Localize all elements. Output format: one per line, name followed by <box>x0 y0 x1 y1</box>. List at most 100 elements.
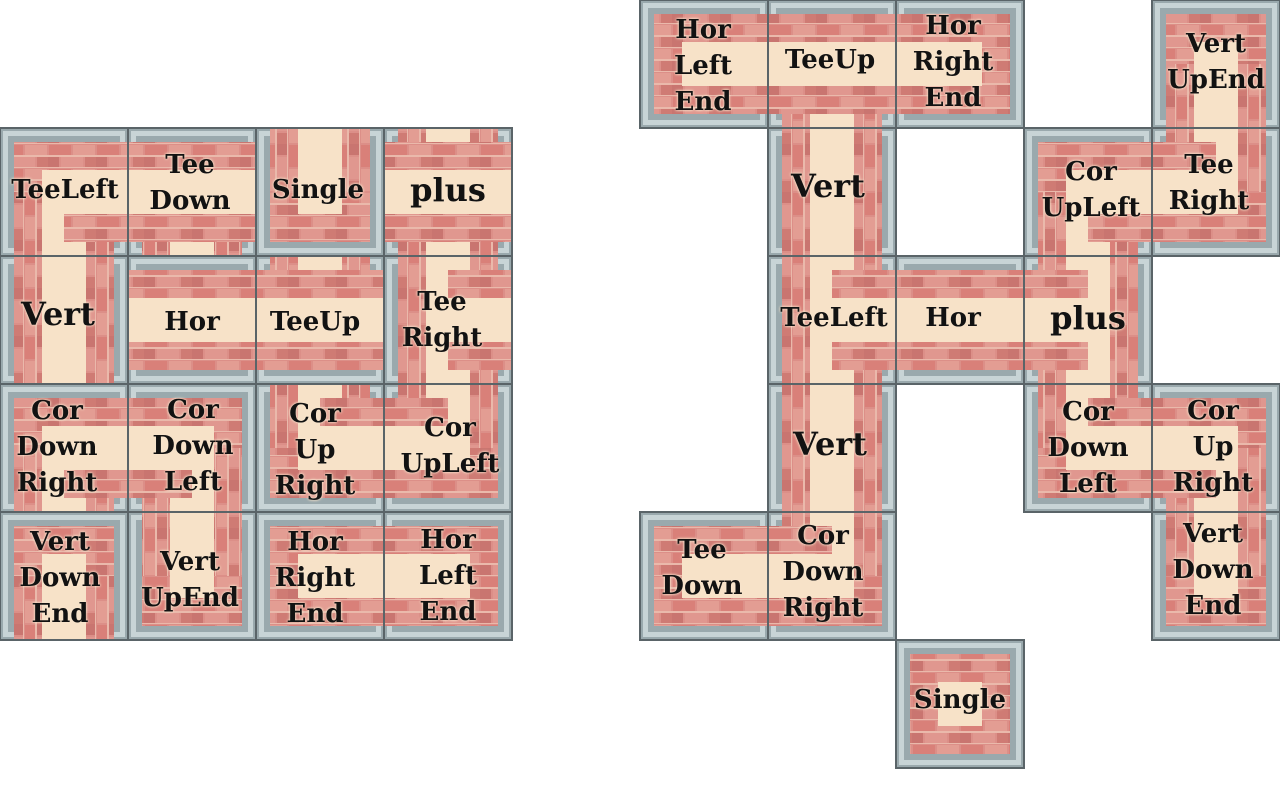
right-vert-bottom-label: Vert <box>793 426 867 462</box>
label-line: TeeUp <box>784 45 876 75</box>
left-hor-tile <box>127 255 257 385</box>
label-line: UpEnd <box>141 583 239 613</box>
right-assembled-map <box>639 0 1280 769</box>
label-line: Down <box>782 557 864 587</box>
label-line: Hor <box>925 11 981 41</box>
label-line: Right <box>401 323 483 353</box>
label-line: End <box>31 599 89 629</box>
label-line: Cor <box>1187 396 1239 426</box>
right-tee-down-tile <box>639 511 769 641</box>
right-vert-top-label: Vert <box>791 168 865 204</box>
label-line: UpEnd <box>1167 65 1265 95</box>
label-line: Single <box>913 685 1007 715</box>
right-single-tile <box>895 639 1025 769</box>
right-cor-up-right-tile <box>1151 383 1280 513</box>
label-line: Cor <box>289 399 341 429</box>
label-line: Vert <box>793 425 867 463</box>
label-line: TeeUp <box>269 307 361 337</box>
label-line: Hor <box>287 527 343 557</box>
left-tee-right-tile <box>383 255 513 385</box>
right-vert-upend-tile <box>1151 0 1280 129</box>
right-teeup-label: TeeUp <box>785 42 875 78</box>
label-line: plus <box>1050 299 1126 337</box>
label-line: Hor <box>164 307 220 337</box>
left-cor-up-right-tile <box>255 383 385 513</box>
label-line: Left <box>418 561 478 591</box>
label-line: Cor <box>797 521 849 551</box>
label-line: End <box>419 597 477 627</box>
left-teeup-tile <box>255 255 385 385</box>
label-line: Down <box>152 431 234 461</box>
label-line: Hor <box>675 15 731 45</box>
label-line: Down <box>1172 555 1254 585</box>
left-plus-tile <box>383 127 513 257</box>
right-teeup-tile <box>767 0 897 129</box>
label-line: plus <box>410 171 486 209</box>
label-line: TeeLeft <box>11 175 119 205</box>
label-line: Cor <box>31 396 83 426</box>
label-line: Right <box>1172 468 1254 498</box>
label-line: Tee <box>417 287 467 317</box>
right-cor-down-left-tile <box>1023 383 1153 513</box>
label-line: Down <box>149 186 231 216</box>
label-line: Left <box>673 51 733 81</box>
label-line: UpLeft <box>1041 193 1141 223</box>
label-line: Right <box>274 563 356 593</box>
left-plus-label: plus <box>410 172 486 208</box>
label-line: Cor <box>1065 157 1117 187</box>
label-line: Right <box>1168 186 1250 216</box>
right-teeleft-label: TeeLeft <box>780 300 887 336</box>
left-vert-label: Vert <box>21 296 95 332</box>
label-line: UpLeft <box>400 449 500 479</box>
label-line: End <box>1184 591 1242 621</box>
left-tee-down-tile <box>127 127 257 257</box>
label-line: Vert <box>21 295 95 333</box>
label-line: End <box>286 599 344 629</box>
label-line: Cor <box>167 395 219 425</box>
right-vert-top-tile <box>767 127 897 257</box>
label-line: End <box>674 87 732 117</box>
label-line: Down <box>1047 433 1129 463</box>
left-hor-label: Hor <box>164 304 220 340</box>
label-line: Down <box>19 563 101 593</box>
right-cor-down-right-tile <box>767 511 897 641</box>
left-vert-down-end-tile <box>0 511 129 641</box>
label-line: Cor <box>1062 397 1114 427</box>
left-teeleft-label: TeeLeft <box>11 172 118 208</box>
right-plus-label: plus <box>1050 300 1126 336</box>
right-vert-down-end-tile <box>1151 511 1280 641</box>
left-teeup-label: TeeUp <box>270 304 360 340</box>
label-line: Up <box>1192 432 1234 462</box>
right-tee-right-tile <box>1151 127 1280 257</box>
right-hor-left-end-tile <box>639 0 769 129</box>
label-line: Tee <box>165 150 215 180</box>
right-single-label: Single <box>914 682 1006 718</box>
right-hor-label: Hor <box>925 300 981 336</box>
right-hor-right-end-tile <box>895 0 1025 129</box>
label-line: Tee <box>677 535 727 565</box>
label-line: Vert <box>1185 29 1247 59</box>
left-teeleft-tile <box>0 127 129 257</box>
right-vert-bottom-tile <box>767 383 897 513</box>
label-line: TeeLeft <box>780 303 888 333</box>
label-line: Left <box>163 467 223 497</box>
label-line: Left <box>1058 469 1118 499</box>
right-hor-tile <box>895 255 1025 385</box>
label-line: Vert <box>29 527 91 557</box>
right-cor-upleft-tile <box>1023 127 1153 257</box>
left-single-label: Single <box>272 172 364 208</box>
